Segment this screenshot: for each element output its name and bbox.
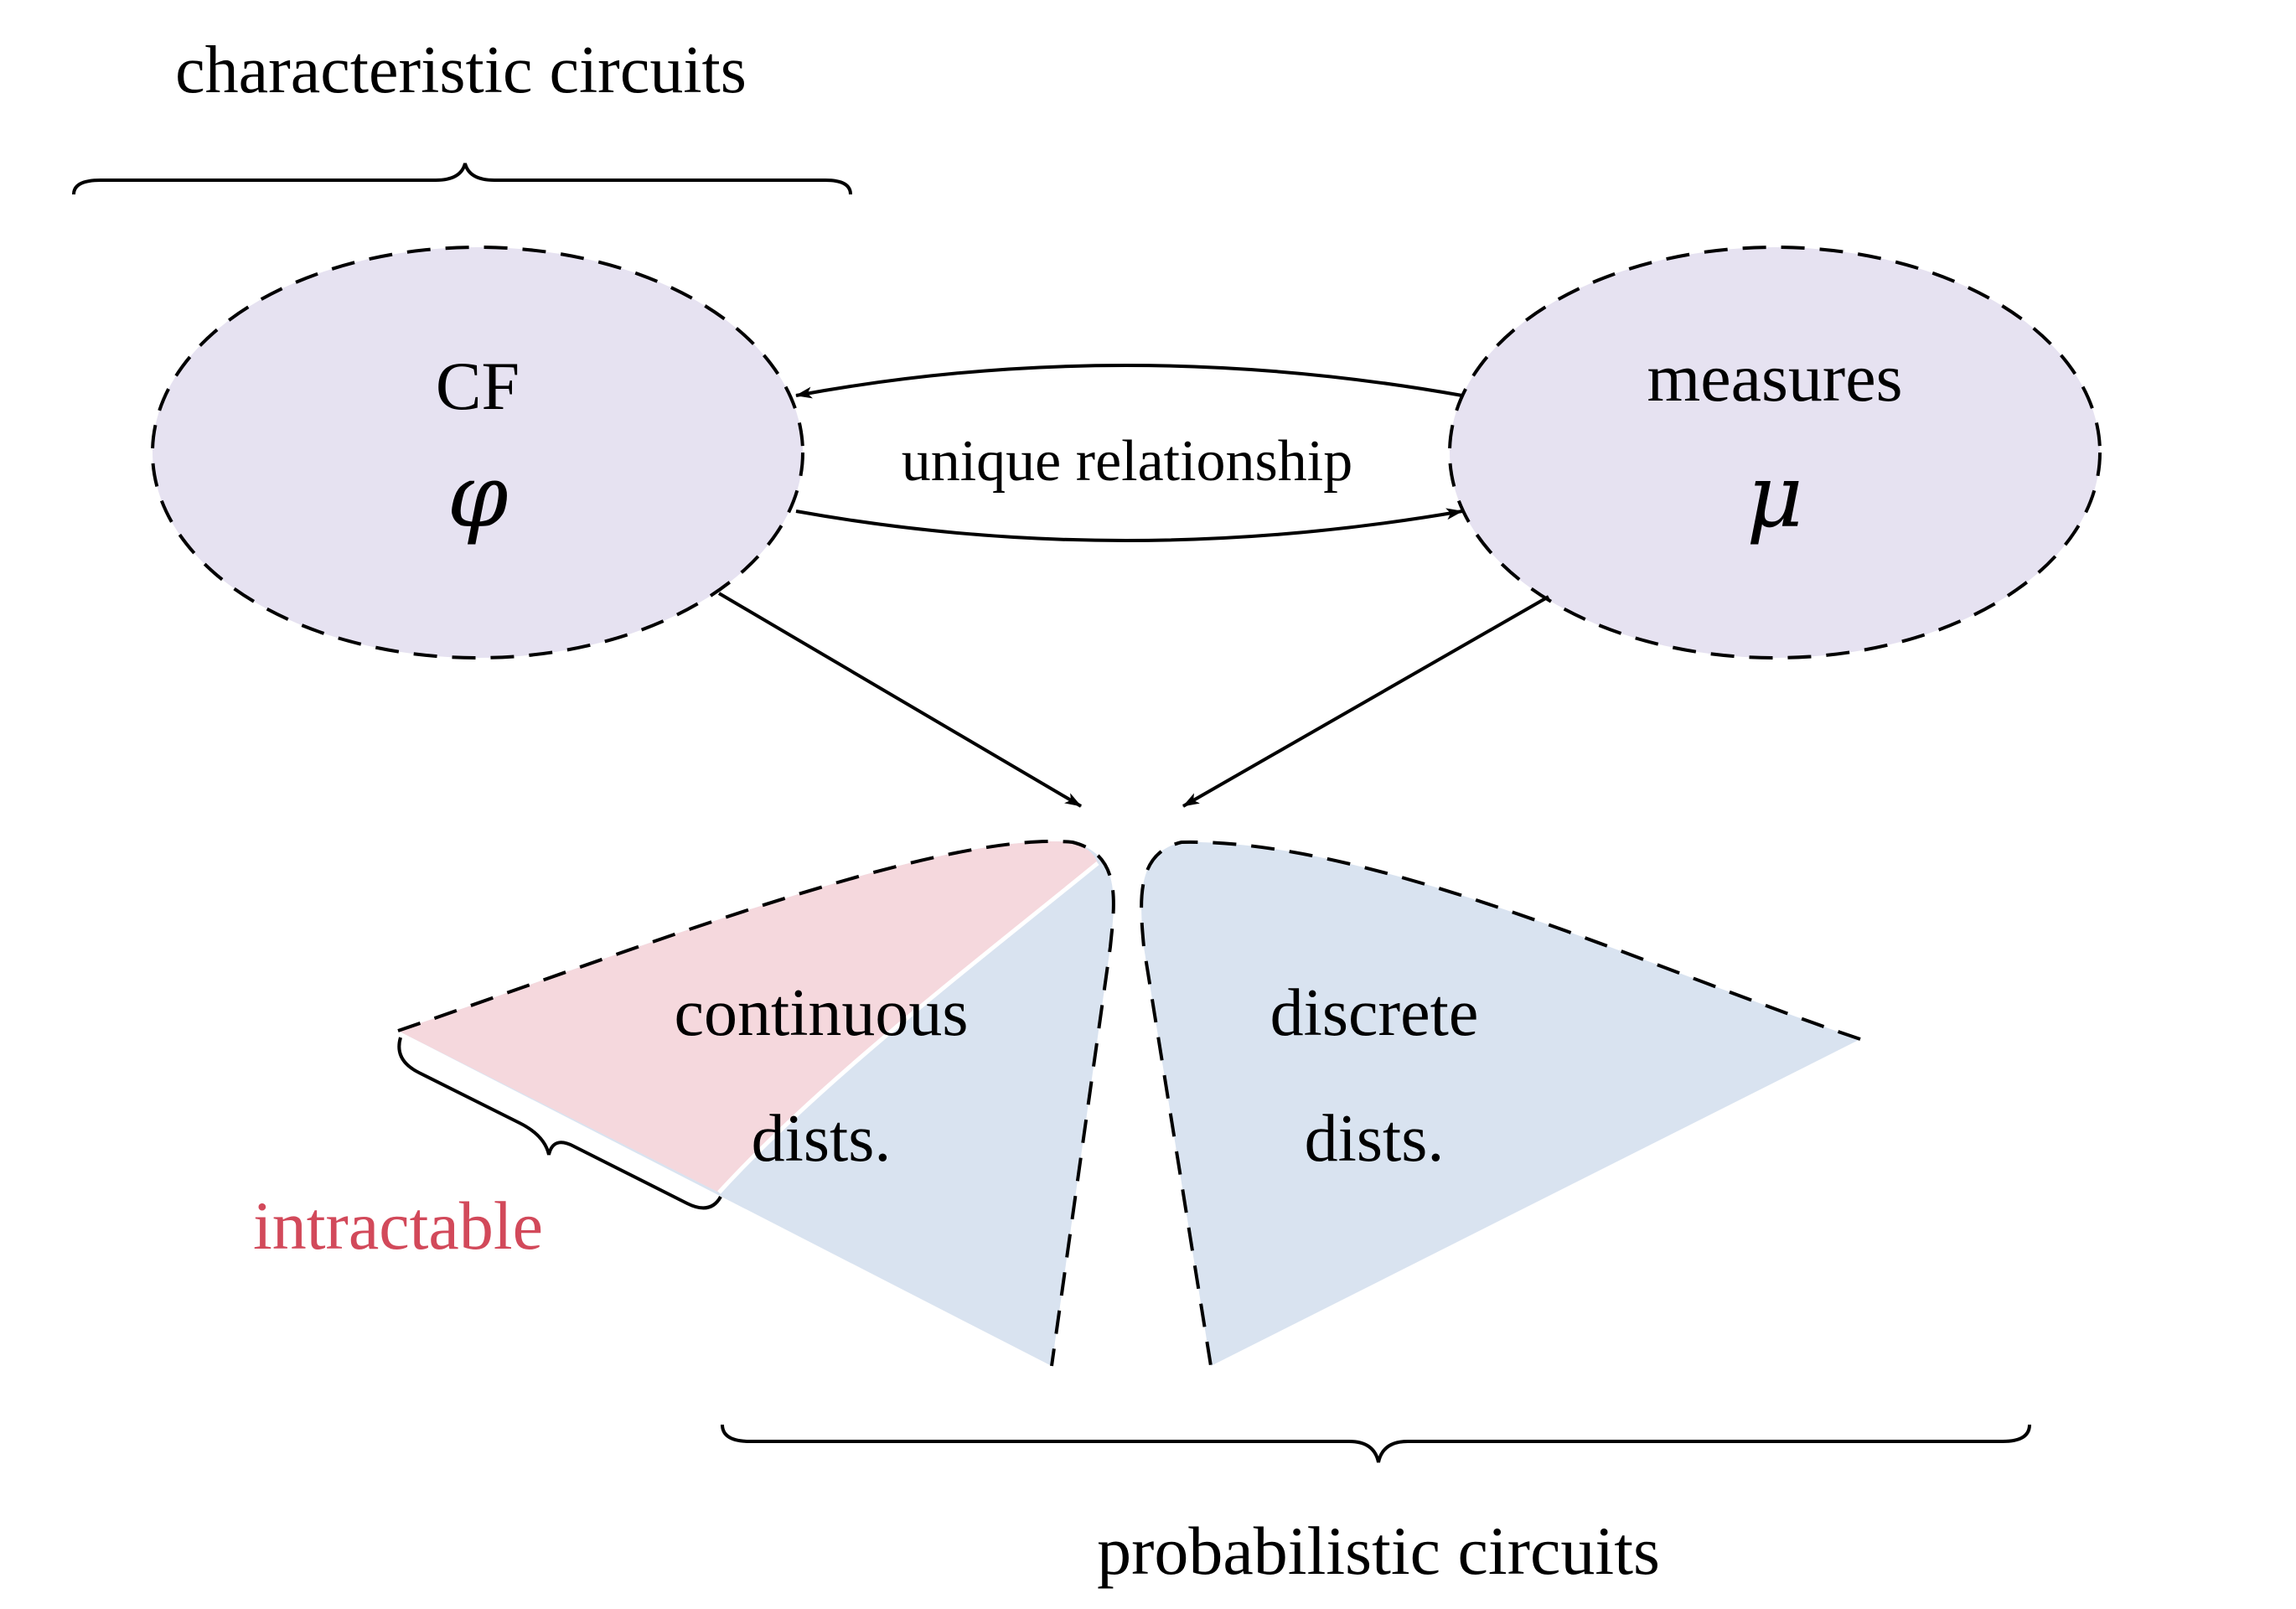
intractable-region (398, 841, 1098, 1193)
measures-ellipse (1448, 246, 2102, 660)
probabilistic-circuits-label: probabilistic circuits (1097, 1513, 1660, 1589)
measures-label: measures (1647, 339, 1902, 416)
phi-symbol: φ (447, 445, 509, 547)
discrete-dists-label-line2: dists. (1305, 1102, 1445, 1176)
discrete-dists-top-border (1140, 840, 1861, 1367)
cf-label: CF (436, 348, 520, 424)
continuous-dists-label-line2: dists. (752, 1102, 892, 1176)
intractable-label: intractable (253, 1187, 543, 1264)
continuous-dists-label-line1: continuous (674, 976, 968, 1050)
discrete-dists-region (1141, 841, 1860, 1366)
unique-relationship-label: unique relationship (902, 429, 1353, 494)
cf-ellipse (151, 246, 804, 660)
measures-to-cf-arrow (795, 364, 1463, 399)
measures-to-dists-arrow (1182, 595, 1549, 808)
continuous-dists-top-border (397, 840, 1115, 1367)
characteristic-circuits-label: characteristic circuits (175, 34, 747, 107)
intractable-brace (397, 1037, 722, 1210)
probabilistic-circuits-brace (721, 1424, 2031, 1463)
characteristic-circuits-brace (72, 163, 852, 195)
cf-to-dists-arrow (717, 592, 1083, 808)
mu-symbol: μ (1746, 445, 1803, 547)
cf-to-measures-arrow (795, 508, 1463, 542)
discrete-dists-label-line1: discrete (1270, 976, 1479, 1050)
intractable-divider (717, 861, 1099, 1194)
